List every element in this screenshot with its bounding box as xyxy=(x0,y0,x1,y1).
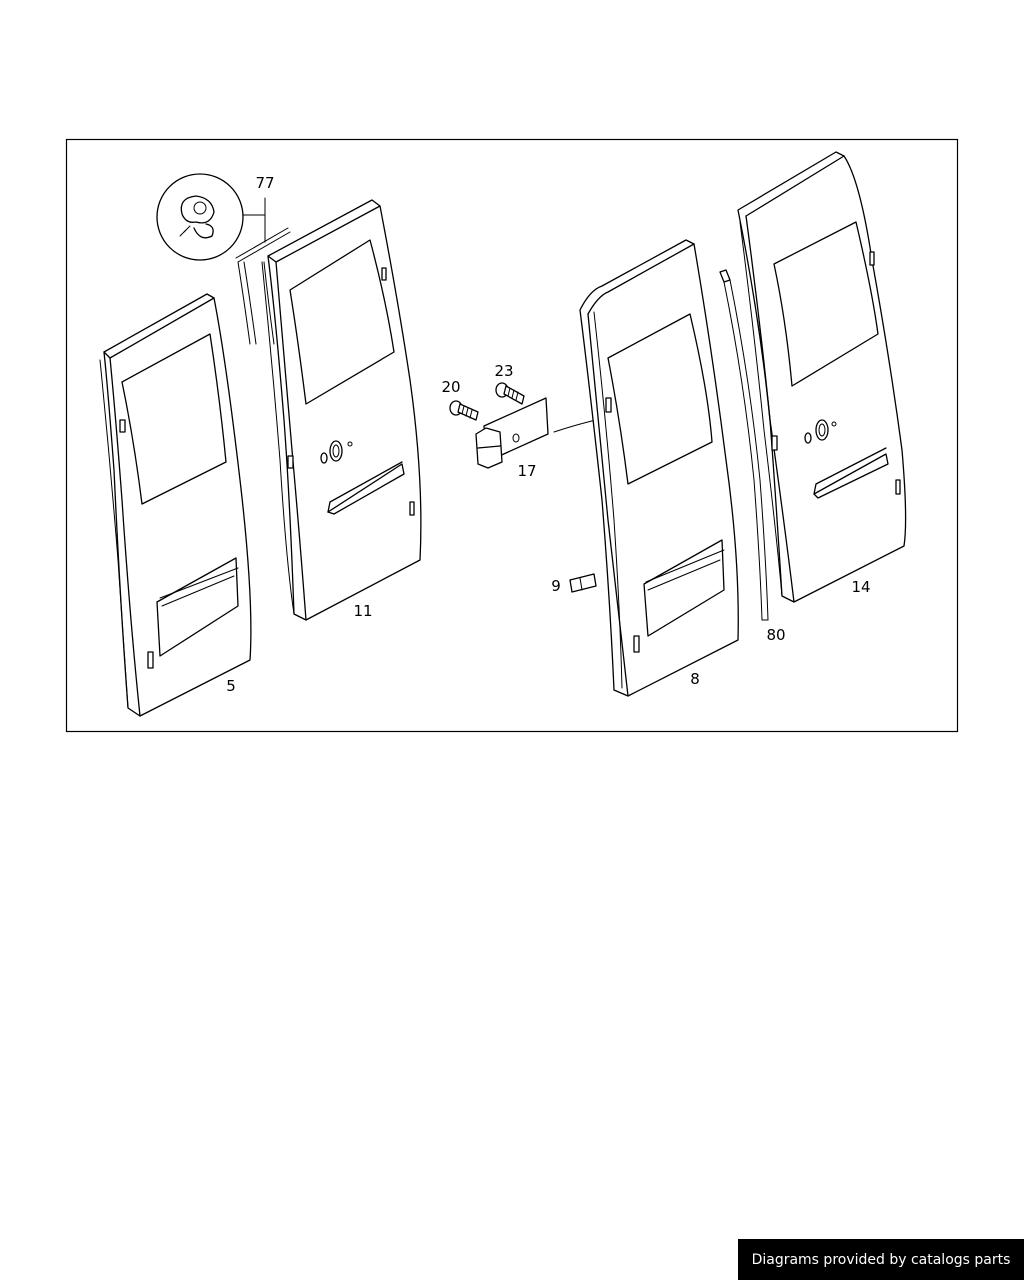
callout-77: 77 xyxy=(255,174,274,192)
callout-9: 9 xyxy=(551,577,561,595)
door-part-8 xyxy=(579,239,739,697)
callout-5: 5 xyxy=(226,677,236,695)
bolt-part-20 xyxy=(449,400,479,421)
callout-80: 80 xyxy=(766,626,785,644)
diagram-frame xyxy=(65,138,959,733)
door-part-11 xyxy=(261,199,422,621)
seal-part-77 xyxy=(156,173,291,345)
bolt-part-23 xyxy=(495,382,525,405)
callout-8: 8 xyxy=(690,670,700,688)
diagram-credit-text: Diagrams provided by catalogs parts xyxy=(751,1251,1011,1268)
callout-17: 17 xyxy=(517,462,536,480)
hinge-part-17 xyxy=(475,397,607,469)
callout-11: 11 xyxy=(353,602,372,620)
diagram-credit-banner: Diagrams provided by catalogs parts xyxy=(738,1239,1024,1280)
callout-14: 14 xyxy=(851,578,870,596)
callout-20: 20 xyxy=(441,378,460,396)
seal-part-80 xyxy=(719,269,769,621)
callout-23: 23 xyxy=(494,362,513,380)
door-part-5 xyxy=(99,293,252,717)
door-part-14 xyxy=(737,151,907,603)
clip-part-9 xyxy=(569,573,597,593)
